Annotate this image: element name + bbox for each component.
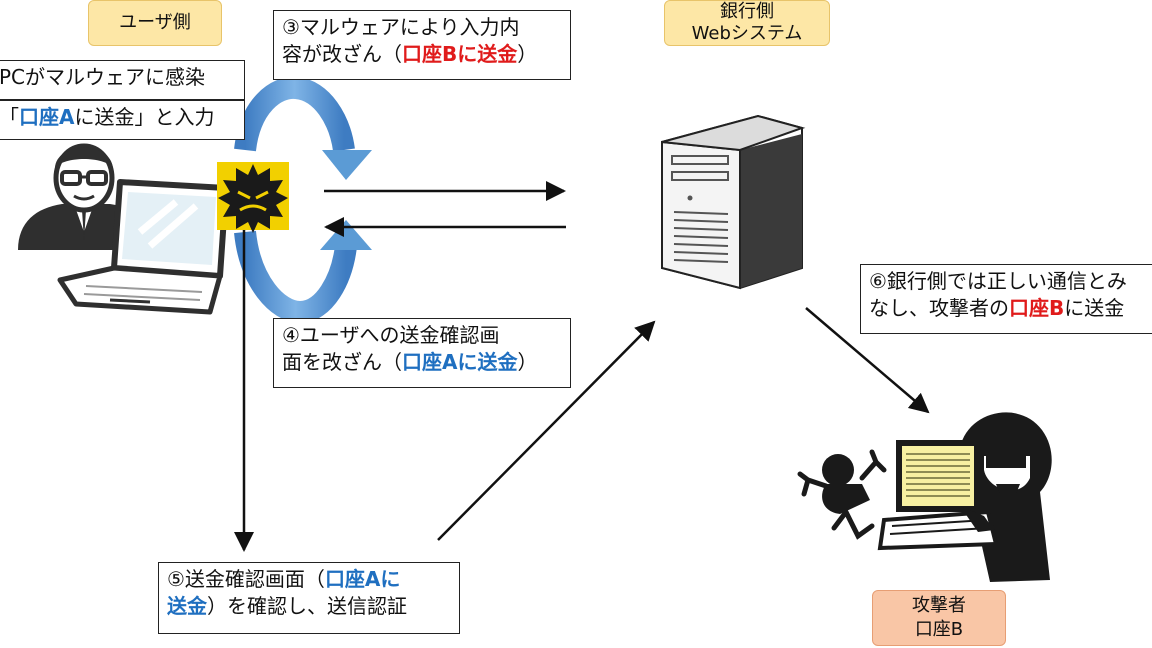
step4-account-a: 口座Aに送金 [402, 350, 518, 374]
step6-line1: ⑥銀行側では正しい通信とみ [869, 269, 1127, 293]
user-side-label: ユーザ側 [88, 0, 222, 46]
step2-account-a: 口座A [19, 105, 75, 129]
bank-side-label: 銀行側 Webシステム [664, 0, 830, 46]
step6-line2: なし、攻撃者の口座Bに送金 [869, 295, 1151, 322]
step4-line2: 面を改ざん（口座Aに送金） [282, 349, 562, 376]
attacker-icon [877, 412, 1052, 582]
step6-account-b: 口座B [1009, 296, 1065, 320]
step2-input-box: 「口座Aに送金」と入力 [0, 100, 245, 140]
step3-close: ） [517, 42, 538, 66]
step1-text: PCがマルウェアに感染 [0, 65, 206, 89]
bank-side-text-line2: Webシステム [691, 23, 803, 44]
account-b-text: 口座B [914, 619, 964, 640]
step6-bank-transfer-box: ⑥銀行側では正しい通信とみ なし、攻撃者の口座Bに送金 [860, 264, 1152, 334]
step4-line2-pre: 面を改ざん（ [282, 350, 402, 374]
step5-line2: 送金）を確認し、送信認証 [167, 593, 451, 620]
malware-icon [217, 162, 289, 233]
step3-line1: ③マルウェアにより入力内 [282, 15, 520, 39]
step5-line1: ⑤送金確認画面（口座Aに [167, 566, 451, 593]
step6-line2-pre: なし、攻撃者の [869, 296, 1009, 320]
step5-line1-pre: ⑤送金確認画面（ [167, 567, 325, 591]
step5-account-a: 口座Aに [324, 567, 401, 591]
attacker-text: 攻撃者 [912, 595, 966, 616]
step3-tamper-input-box: ③マルウェアにより入力内 容が改ざん（口座Bに送金） [273, 10, 571, 80]
step5-confirm-auth-box: ⑤送金確認画面（口座Aに 送金）を確認し、送信認証 [158, 562, 460, 634]
accomplice-icon [797, 449, 887, 540]
bank-to-attacker-arrow [805, 307, 930, 414]
step4-close: ） [517, 350, 538, 374]
attacker-account-label: 攻撃者 口座B [872, 590, 1006, 646]
step1-malware-infection-box: PCがマルウェアに感染 [0, 60, 245, 100]
auth-to-bank-arrow [437, 320, 656, 541]
server-icon [661, 114, 806, 290]
step4-line1: ④ユーザへの送金確認画 [282, 323, 500, 347]
step3-line2-pre: 容が改ざん（ [282, 42, 402, 66]
user-side-text: ユーザ側 [119, 12, 191, 33]
step2-quote-open: 「 [0, 105, 19, 129]
step5-line2-rest: ）を確認し、送信認証 [207, 594, 407, 618]
step2-rest: に送金」と入力 [74, 105, 215, 129]
step3-line2: 容が改ざん（口座Bに送金） [282, 41, 562, 68]
step3-account-b: 口座Bに送金 [402, 42, 518, 66]
tamper-loop-arrow [234, 76, 372, 324]
laptop-icon [57, 179, 229, 315]
bank-side-text-line1: 銀行側 [720, 1, 774, 22]
step5-transfer: 送金 [167, 594, 207, 618]
step6-line2-rest: に送金 [1064, 296, 1125, 320]
step4-tamper-confirm-box: ④ユーザへの送金確認画 面を改ざん（口座Aに送金） [273, 318, 571, 388]
